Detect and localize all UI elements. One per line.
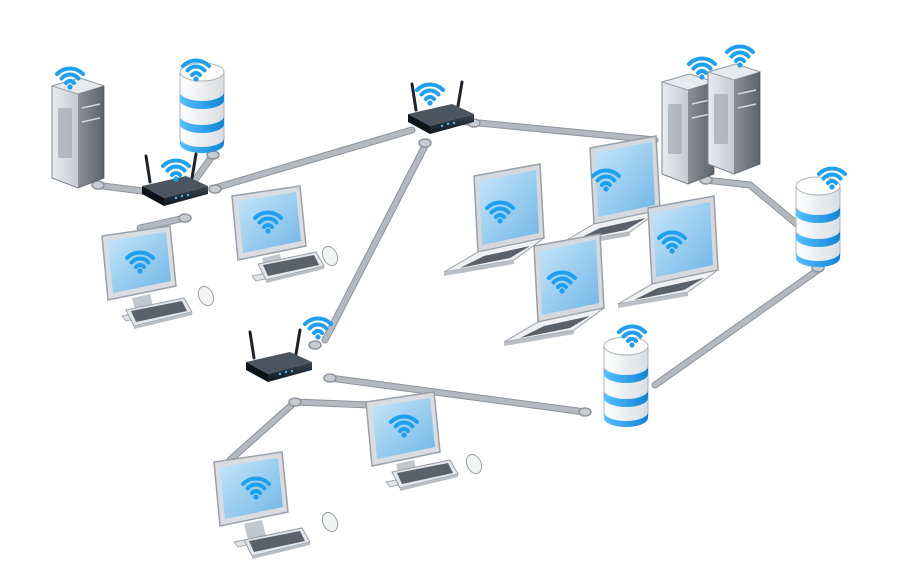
wifi-icon [415, 82, 445, 108]
bottom-database-server [603, 324, 649, 428]
lower-router [244, 316, 333, 384]
network-cables [91, 116, 825, 464]
wifi-icon [725, 44, 755, 70]
center-router [406, 80, 476, 136]
lower-desktop-front [213, 451, 342, 560]
right-server-rack [661, 44, 761, 185]
left-desktop-back [231, 185, 342, 284]
laptop-1 [559, 135, 661, 249]
left-tower-server [51, 66, 105, 189]
left-database-server [179, 58, 225, 154]
laptop-2 [443, 163, 545, 277]
lower-desktop-back [365, 391, 486, 492]
left-desktop-front [101, 225, 218, 330]
right-database-server [795, 166, 847, 268]
